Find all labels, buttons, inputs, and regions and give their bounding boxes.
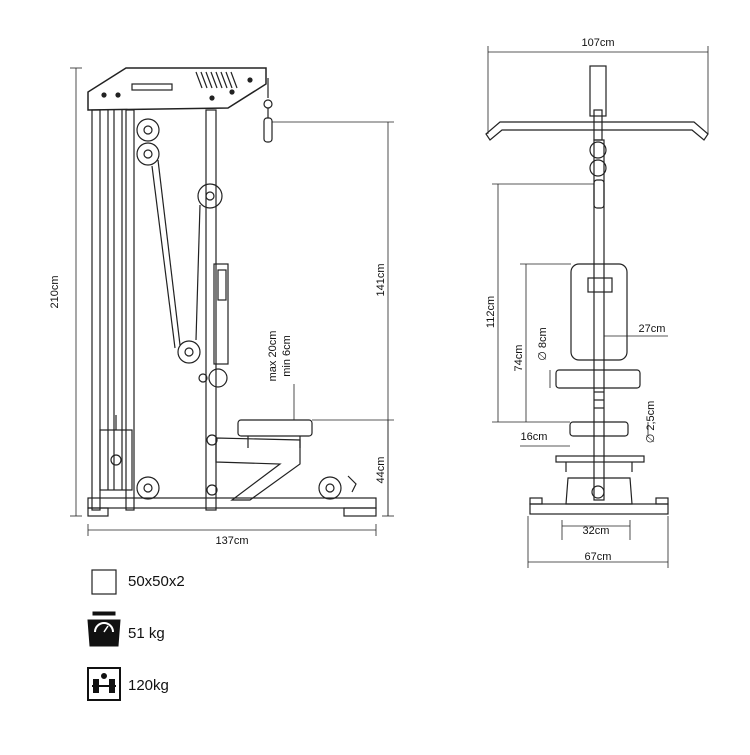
dim-bar-width: 107cm bbox=[581, 37, 614, 49]
side-view-machine bbox=[87, 67, 377, 517]
spec-max-load: 120kg bbox=[128, 677, 169, 694]
dim-upright-height: 112cm bbox=[485, 296, 497, 328]
spec-profile: 50x50x2 bbox=[128, 573, 185, 590]
dim-height-total: 210cm bbox=[49, 275, 61, 308]
dim-seat-width: 16cm bbox=[521, 431, 548, 443]
dim-pad-height: 74cm bbox=[513, 345, 525, 372]
pad-logo bbox=[587, 277, 613, 293]
handle-grip bbox=[263, 117, 273, 143]
dim-adjust-max: max 20cm bbox=[267, 331, 279, 382]
front-view-machine bbox=[485, 65, 709, 515]
dim-length-total: 137cm bbox=[215, 535, 248, 547]
dim-base-inner: 32cm bbox=[583, 525, 610, 537]
profile-square-icon bbox=[91, 569, 117, 595]
dim-seat-height: 44cm bbox=[375, 457, 387, 484]
spec-weight: 51 kg bbox=[128, 625, 165, 642]
dim-peg-diameter: ∅ 2,5cm bbox=[645, 401, 657, 444]
side-view-dimensions bbox=[70, 67, 394, 536]
front-view-dimensions bbox=[487, 46, 709, 568]
dim-pad-width: 27cm bbox=[639, 323, 666, 335]
brand-plate bbox=[131, 83, 173, 91]
scale-icon bbox=[87, 611, 121, 647]
vent-slots bbox=[195, 71, 238, 89]
dim-tube-diameter: ∅ 8cm bbox=[537, 327, 549, 360]
dim-base-width: 67cm bbox=[585, 551, 612, 563]
dim-pulley-height: 141cm bbox=[375, 263, 387, 296]
dumbbell-load-icon bbox=[87, 667, 121, 701]
dim-adjust-min: min 6cm bbox=[281, 335, 293, 377]
